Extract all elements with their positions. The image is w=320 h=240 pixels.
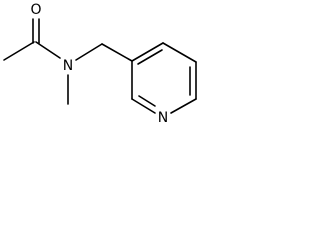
molecule-structure: O N N <box>3 2 197 126</box>
bond-carbonyl-nitrogen <box>35 41 61 59</box>
oxygen-label: O <box>30 2 41 18</box>
bond-methyl-carbonyl <box>3 41 35 61</box>
ring-nitrogen-label: N <box>158 110 168 126</box>
ring-bond-c4-c5 <box>162 42 197 63</box>
bond-nitrogen-ch2 <box>75 43 103 61</box>
ring-double-bond-inner-3 <box>138 95 156 107</box>
ring-bond-c3-c4 <box>131 42 164 62</box>
ring-bond-n-c2 <box>131 98 156 114</box>
structure-diagram: O N N <box>0 0 216 138</box>
amide-nitrogen-label: N <box>63 58 73 74</box>
bond-ch2-ring <box>101 43 133 62</box>
ring-double-bond-inner-1 <box>137 49 163 65</box>
ring-bond-c6-n <box>170 98 197 114</box>
